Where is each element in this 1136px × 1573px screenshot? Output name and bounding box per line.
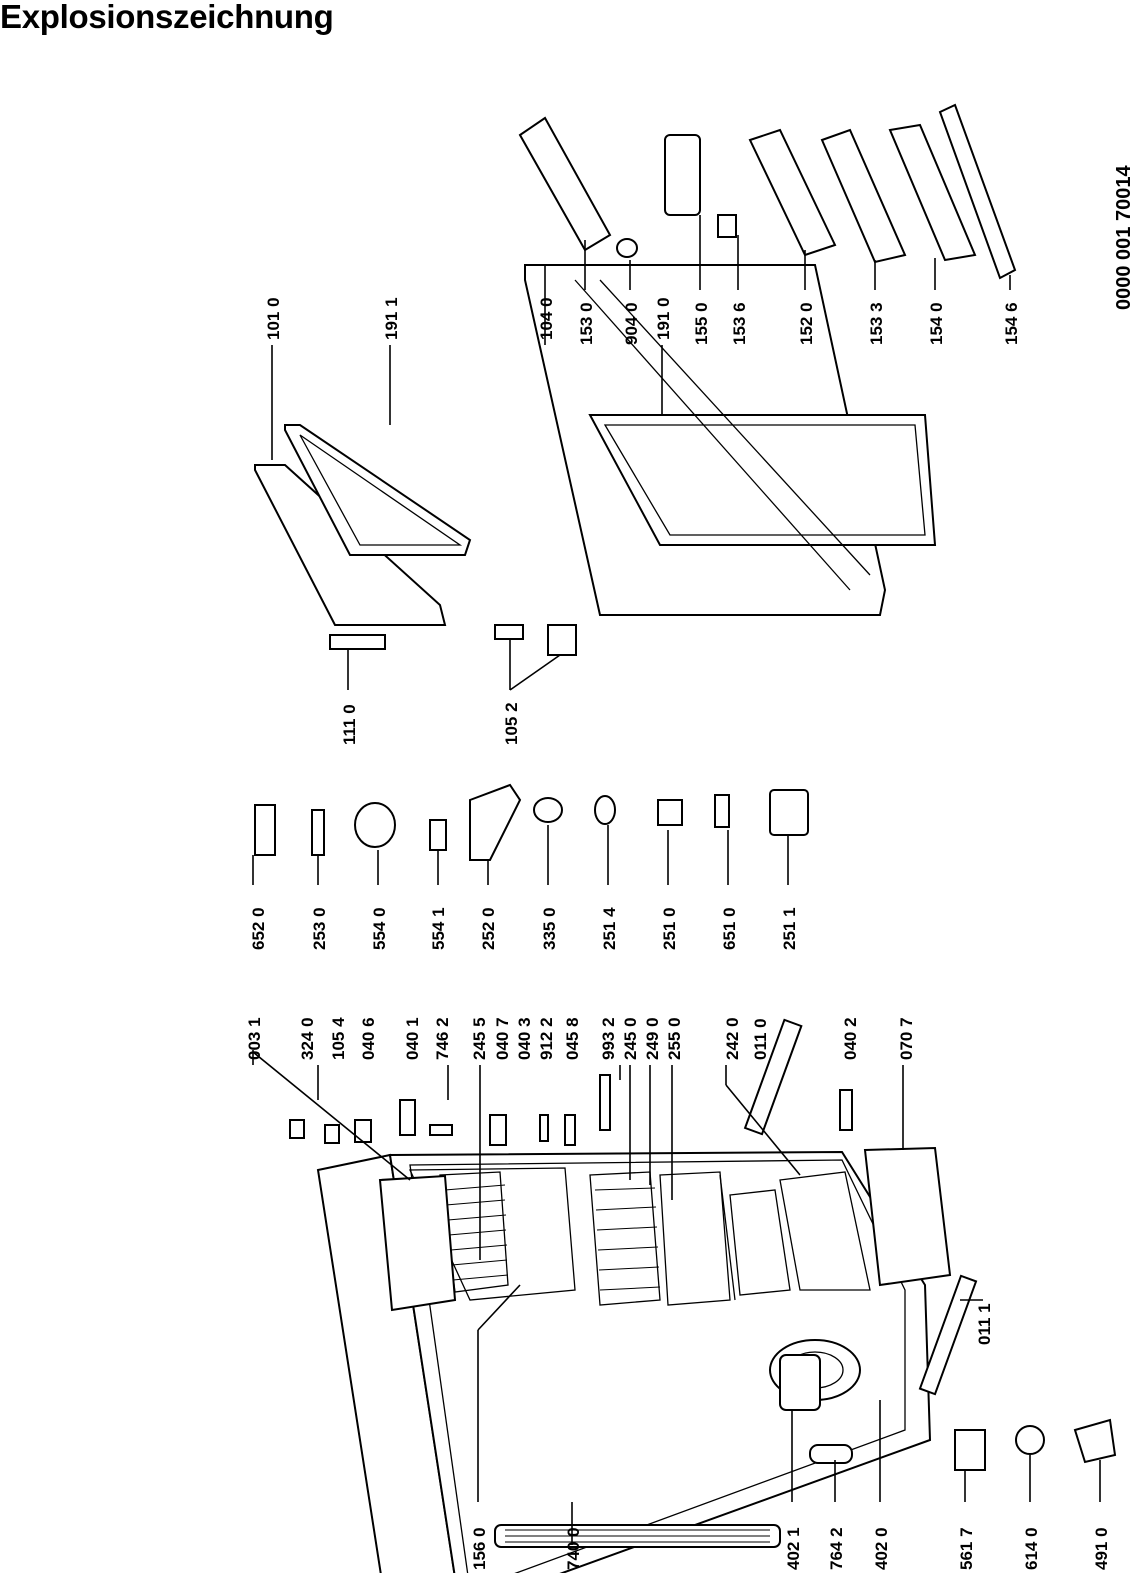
cabinet-body (316, 1146, 952, 1573)
label-2455: 245 5 (470, 1017, 489, 1060)
label-1054: 105 4 (329, 1017, 348, 1060)
label-6520: 652 0 (249, 907, 268, 950)
rail-0110 (743, 1018, 803, 1136)
label-0401: 040 1 (403, 1017, 422, 1060)
label-2490: 249 0 (643, 1017, 662, 1060)
label-2450: 245 0 (621, 1017, 640, 1060)
label-1530: 153 0 (577, 302, 596, 345)
label-7462: 746 2 (433, 1017, 452, 1060)
page-title: Explosionszeichnung (0, 0, 334, 35)
label-2530: 253 0 (310, 907, 329, 950)
label-0403: 040 3 (515, 1017, 534, 1060)
label-4020: 402 0 (872, 1527, 891, 1570)
label-0031: 003 1 (245, 1017, 264, 1060)
label-9122: 912 2 (537, 1017, 556, 1060)
label-1910: 191 0 (654, 297, 673, 340)
document-number: 0000 001 70014 (1113, 165, 1135, 310)
label-1546: 154 6 (1002, 302, 1021, 345)
thermostat-bar (378, 1174, 457, 1312)
label-1040: 104 0 (537, 297, 556, 340)
label-2420: 242 0 (723, 1017, 742, 1060)
label-5617: 561 7 (957, 1527, 976, 1570)
label-5540: 554 0 (370, 907, 389, 950)
label-1533: 153 3 (867, 302, 886, 345)
label-9932: 993 2 (599, 1017, 618, 1060)
rail-0111 (918, 1274, 978, 1396)
label-0407: 040 7 (493, 1017, 512, 1060)
label-7400: 740 0 (564, 1527, 583, 1570)
compressor (769, 1339, 861, 1411)
label-1110: 111 0 (340, 704, 359, 745)
label-2550: 255 0 (665, 1017, 684, 1060)
spare-parts-row (254, 783, 809, 861)
label-2510: 251 0 (660, 907, 679, 950)
fridge-shelves (589, 1171, 871, 1306)
label-0110: 011 0 (751, 1018, 770, 1060)
label-1536: 153 6 (730, 302, 749, 345)
label-0406: 040 6 (359, 1017, 378, 1060)
label-3240: 324 0 (298, 1017, 317, 1060)
label-1911: 191 1 (382, 297, 401, 340)
label-1520: 152 0 (797, 302, 816, 345)
door-accessories (518, 103, 1017, 280)
label-0111: 011 1 (975, 1303, 994, 1345)
label-7642: 764 2 (827, 1527, 846, 1570)
label-0458: 045 8 (563, 1017, 582, 1060)
label-1550: 155 0 (692, 302, 711, 345)
kick-plate (863, 1146, 952, 1287)
condenser-grille (494, 1524, 781, 1548)
label-2514: 251 4 (600, 907, 619, 950)
label-4021: 402 1 (784, 1527, 803, 1570)
label-4910: 491 0 (1092, 1527, 1111, 1570)
label-5541: 554 1 (429, 907, 448, 950)
label-6510: 651 0 (720, 907, 739, 950)
label-9040: 904 0 (622, 302, 641, 345)
small-parts-left (289, 1074, 853, 1146)
part-labels: 003 1 324 0 105 4 040 6 040 1 746 2 245 … (245, 297, 1111, 1570)
label-3350: 335 0 (540, 907, 559, 950)
fridge-door (494, 264, 937, 656)
label-1052: 105 2 (502, 702, 521, 745)
label-1560: 156 0 (470, 1527, 489, 1570)
bottom-parts (809, 1418, 1117, 1471)
label-1010: 101 0 (264, 297, 283, 340)
label-0402: 040 2 (841, 1017, 860, 1060)
label-2511: 251 1 (780, 907, 799, 950)
label-0707: 070 7 (897, 1017, 916, 1060)
freezer-door (254, 424, 472, 650)
label-1540: 154 0 (927, 302, 946, 345)
label-2520: 252 0 (479, 907, 498, 950)
leader-lines (252, 215, 1101, 1545)
label-6140: 614 0 (1022, 1527, 1041, 1570)
